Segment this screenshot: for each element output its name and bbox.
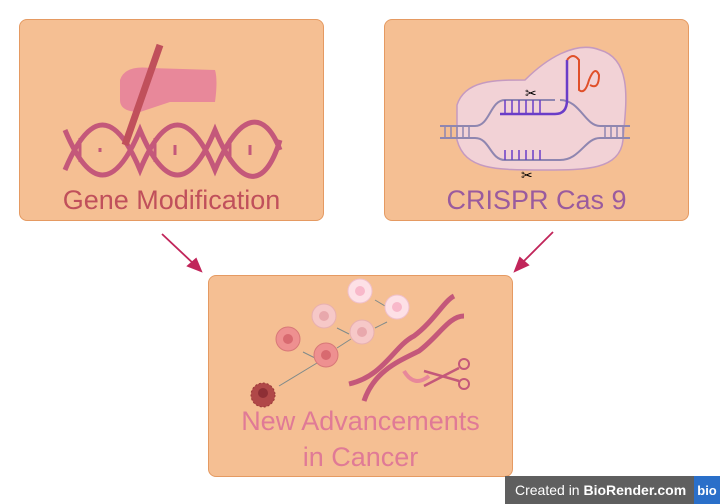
crispr-title: CRISPR Cas 9 <box>446 185 627 215</box>
gene-modification-title: Gene Modification <box>62 185 281 215</box>
cancer-box: New Advancements in Cancer <box>208 275 513 477</box>
arrow-right <box>519 231 554 266</box>
badge-brand: BioRender.com <box>583 482 687 498</box>
biorender-badge[interactable]: Created in BioRender.com bio <box>505 476 720 504</box>
scissors-icon: ✂ <box>521 167 533 183</box>
scissors-icon: ✂ <box>525 85 537 101</box>
biorender-logo-icon: bio <box>694 476 720 504</box>
crispr-cas9-diagram-icon: ✂ ✂ <box>440 46 630 183</box>
gene-modification-box: Gene Modification <box>19 19 324 221</box>
arrow-left <box>161 233 197 267</box>
cancer-title-line2: in Cancer <box>302 442 419 472</box>
cancer-title-line1: New Advancements <box>241 406 480 436</box>
crispr-box: ✂ ✂ CRISPR Cas 9 <box>384 19 689 221</box>
hand-pen-dna-icon <box>62 43 283 179</box>
cells-dna-scissors-icon <box>250 278 470 408</box>
badge-prefix: Created in <box>515 482 584 498</box>
